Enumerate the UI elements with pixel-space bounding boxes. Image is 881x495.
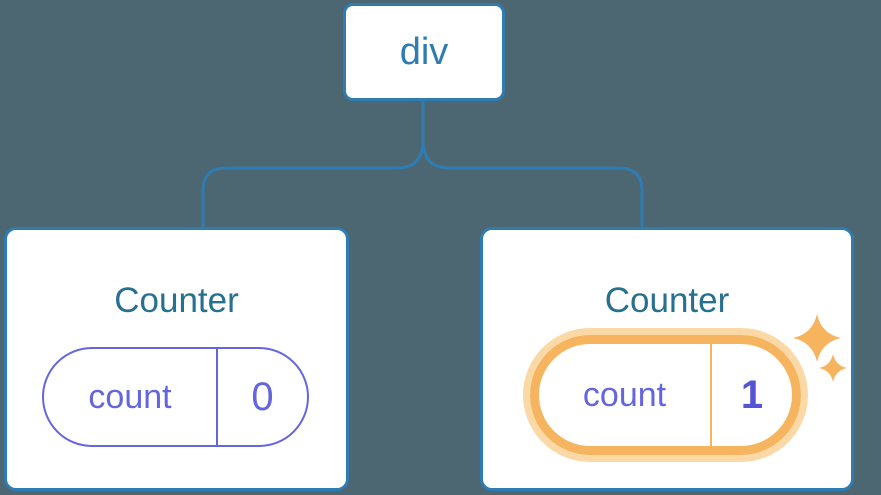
state-pill-highlighted: count 1 [530, 335, 801, 455]
state-pill-highlight-halo: count 1 [523, 328, 808, 462]
state-pill: count 0 [42, 347, 309, 447]
state-key: count [582, 375, 667, 414]
state-key: count [88, 377, 172, 416]
sparkles-icon [793, 314, 847, 382]
connector-right-branch [421, 101, 644, 228]
counter-card-right: Counter count 1 [480, 227, 854, 491]
connector-left-branch [201, 101, 425, 228]
root-node-label: div [399, 30, 449, 73]
pill-divider [710, 344, 712, 446]
state-value: 1 [740, 372, 764, 417]
state-value: 0 [251, 374, 274, 419]
counter-card-left: Counter count 0 [4, 227, 349, 491]
root-node-div: div [343, 3, 505, 101]
counter-title: Counter [114, 281, 239, 320]
sparkle-large [793, 314, 841, 362]
counter-title: Counter [604, 281, 730, 320]
sparkle-small [819, 354, 847, 382]
pill-divider [216, 349, 218, 445]
